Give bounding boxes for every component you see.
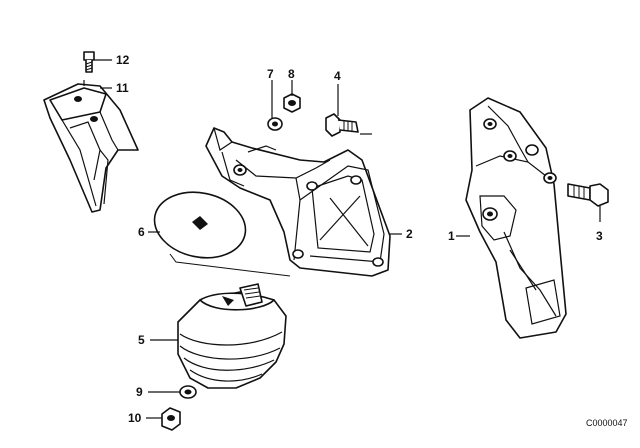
part-4-bolt bbox=[325, 113, 359, 137]
leader-lines bbox=[94, 59, 601, 419]
callout-1: 1 bbox=[448, 229, 455, 243]
callout-2: 2 bbox=[406, 227, 413, 241]
part-11-bracket bbox=[43, 80, 139, 213]
callout-10: 10 bbox=[128, 411, 142, 425]
part-6-disc bbox=[153, 191, 291, 277]
callout-11: 11 bbox=[116, 81, 129, 95]
callout-5: 5 bbox=[138, 333, 145, 347]
callout-9: 9 bbox=[136, 385, 143, 399]
callout-6: 6 bbox=[138, 225, 145, 239]
part-8-nut bbox=[283, 93, 301, 113]
image-code: C0000047 bbox=[586, 418, 628, 428]
callouts: 12 11 7 8 4 2 1 3 6 5 9 10 C0000047 bbox=[116, 53, 628, 428]
part-7-washer bbox=[267, 117, 283, 131]
part-5-rubber-mount bbox=[177, 283, 287, 389]
callout-3: 3 bbox=[596, 229, 603, 243]
part-10-nut bbox=[161, 407, 181, 431]
callout-12: 12 bbox=[116, 53, 130, 67]
part-1-large-bracket bbox=[465, 97, 567, 339]
callout-7: 7 bbox=[267, 67, 274, 81]
part-9-washer bbox=[179, 385, 197, 399]
part-2-mount-bracket bbox=[205, 127, 391, 277]
part-3-bolt bbox=[567, 183, 609, 207]
callout-4: 4 bbox=[334, 69, 341, 83]
part-12-screw bbox=[83, 51, 95, 73]
callout-8: 8 bbox=[288, 67, 295, 81]
